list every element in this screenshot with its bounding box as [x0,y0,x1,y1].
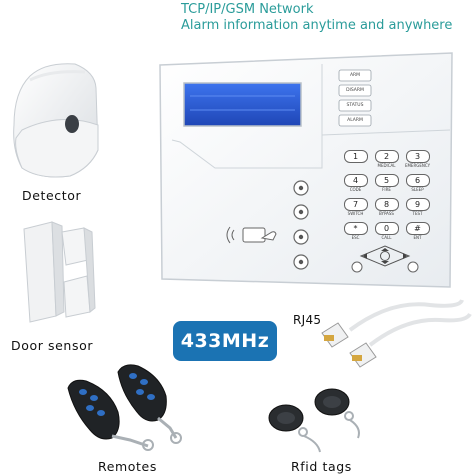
remote-1 [67,379,154,451]
keypad-key-button: # [405,222,430,235]
keypad-key-button: 9 [405,198,430,211]
keypad-key: #ENT [402,222,433,241]
keypad-key-sublabel: SLEEP [411,187,424,192]
rj45-cable [321,299,472,368]
keypad-key-sublabel: CALL [381,235,392,240]
remote-2 [117,364,182,444]
keypad-key-sublabel: BYPASS [379,211,394,216]
alarm-button-label: ALARM [347,118,363,123]
rfid-tag-2 [314,388,360,439]
keypad-key-button: 5 [374,174,399,187]
keypad-key-button: 2 [374,150,399,163]
pir-detector [13,63,99,178]
remotes-label: Remotes [98,459,157,474]
keypad-key-button: 7 [343,198,368,211]
headline-line-1: TCP/IP/GSM Network [181,2,314,17]
rj45-label: RJ45 [293,313,322,327]
function-buttons [338,69,372,127]
remote-controls [67,364,182,451]
keypad-key-button: 1 [343,150,368,163]
keypad-key-sublabel: TEST [412,211,423,216]
keypad-key-sublabel: ESC [351,235,360,240]
keypad-key-sublabel: FIRE [382,187,391,192]
side-round-buttons [293,180,309,270]
keypad-key: *ESC [340,222,371,241]
headline-line-2: Alarm information anytime and anywhere [181,18,453,33]
keypad-key-button: 4 [343,174,368,187]
keypad-key-sublabel: SWITCH [347,211,364,216]
disarm-button-label: DISARM [346,88,364,93]
keypad-key-sublabel: CODE [349,187,362,192]
rfid-tags-label: Rfid tags [291,459,352,474]
function-button-labels: ARM DISARM STATUS ALARM [339,70,371,126]
keypad-key-sublabel: MEDICAL [377,163,396,168]
status-button-label: STATUS [346,103,364,108]
rfid-tag-1 [268,404,321,453]
keypad-key-button: 6 [405,174,430,187]
keypad-key-sublabel: ENT [413,235,422,240]
keypad-key-button: 0 [374,222,399,235]
rfid-reader-icon [226,226,277,244]
door-sensor [23,221,96,323]
door-sensor-label: Door sensor [11,338,94,353]
rfid-tags [268,388,360,453]
detector-label: Detector [22,188,82,203]
navigation-pad [351,245,419,273]
keypad-key: 1 [340,150,371,169]
frequency-badge: 433MHz [173,321,277,361]
headline: TCP/IP/GSM Network Alarm information any… [181,2,452,34]
keypad-key-button: 3 [405,150,430,163]
keypad-key-sublabel: EMERGENCY [404,163,431,168]
lcd-screen [183,82,302,127]
arm-button-label: ARM [349,73,361,78]
keypad-key-button: * [343,222,368,235]
keypad-key-button: 8 [374,198,399,211]
